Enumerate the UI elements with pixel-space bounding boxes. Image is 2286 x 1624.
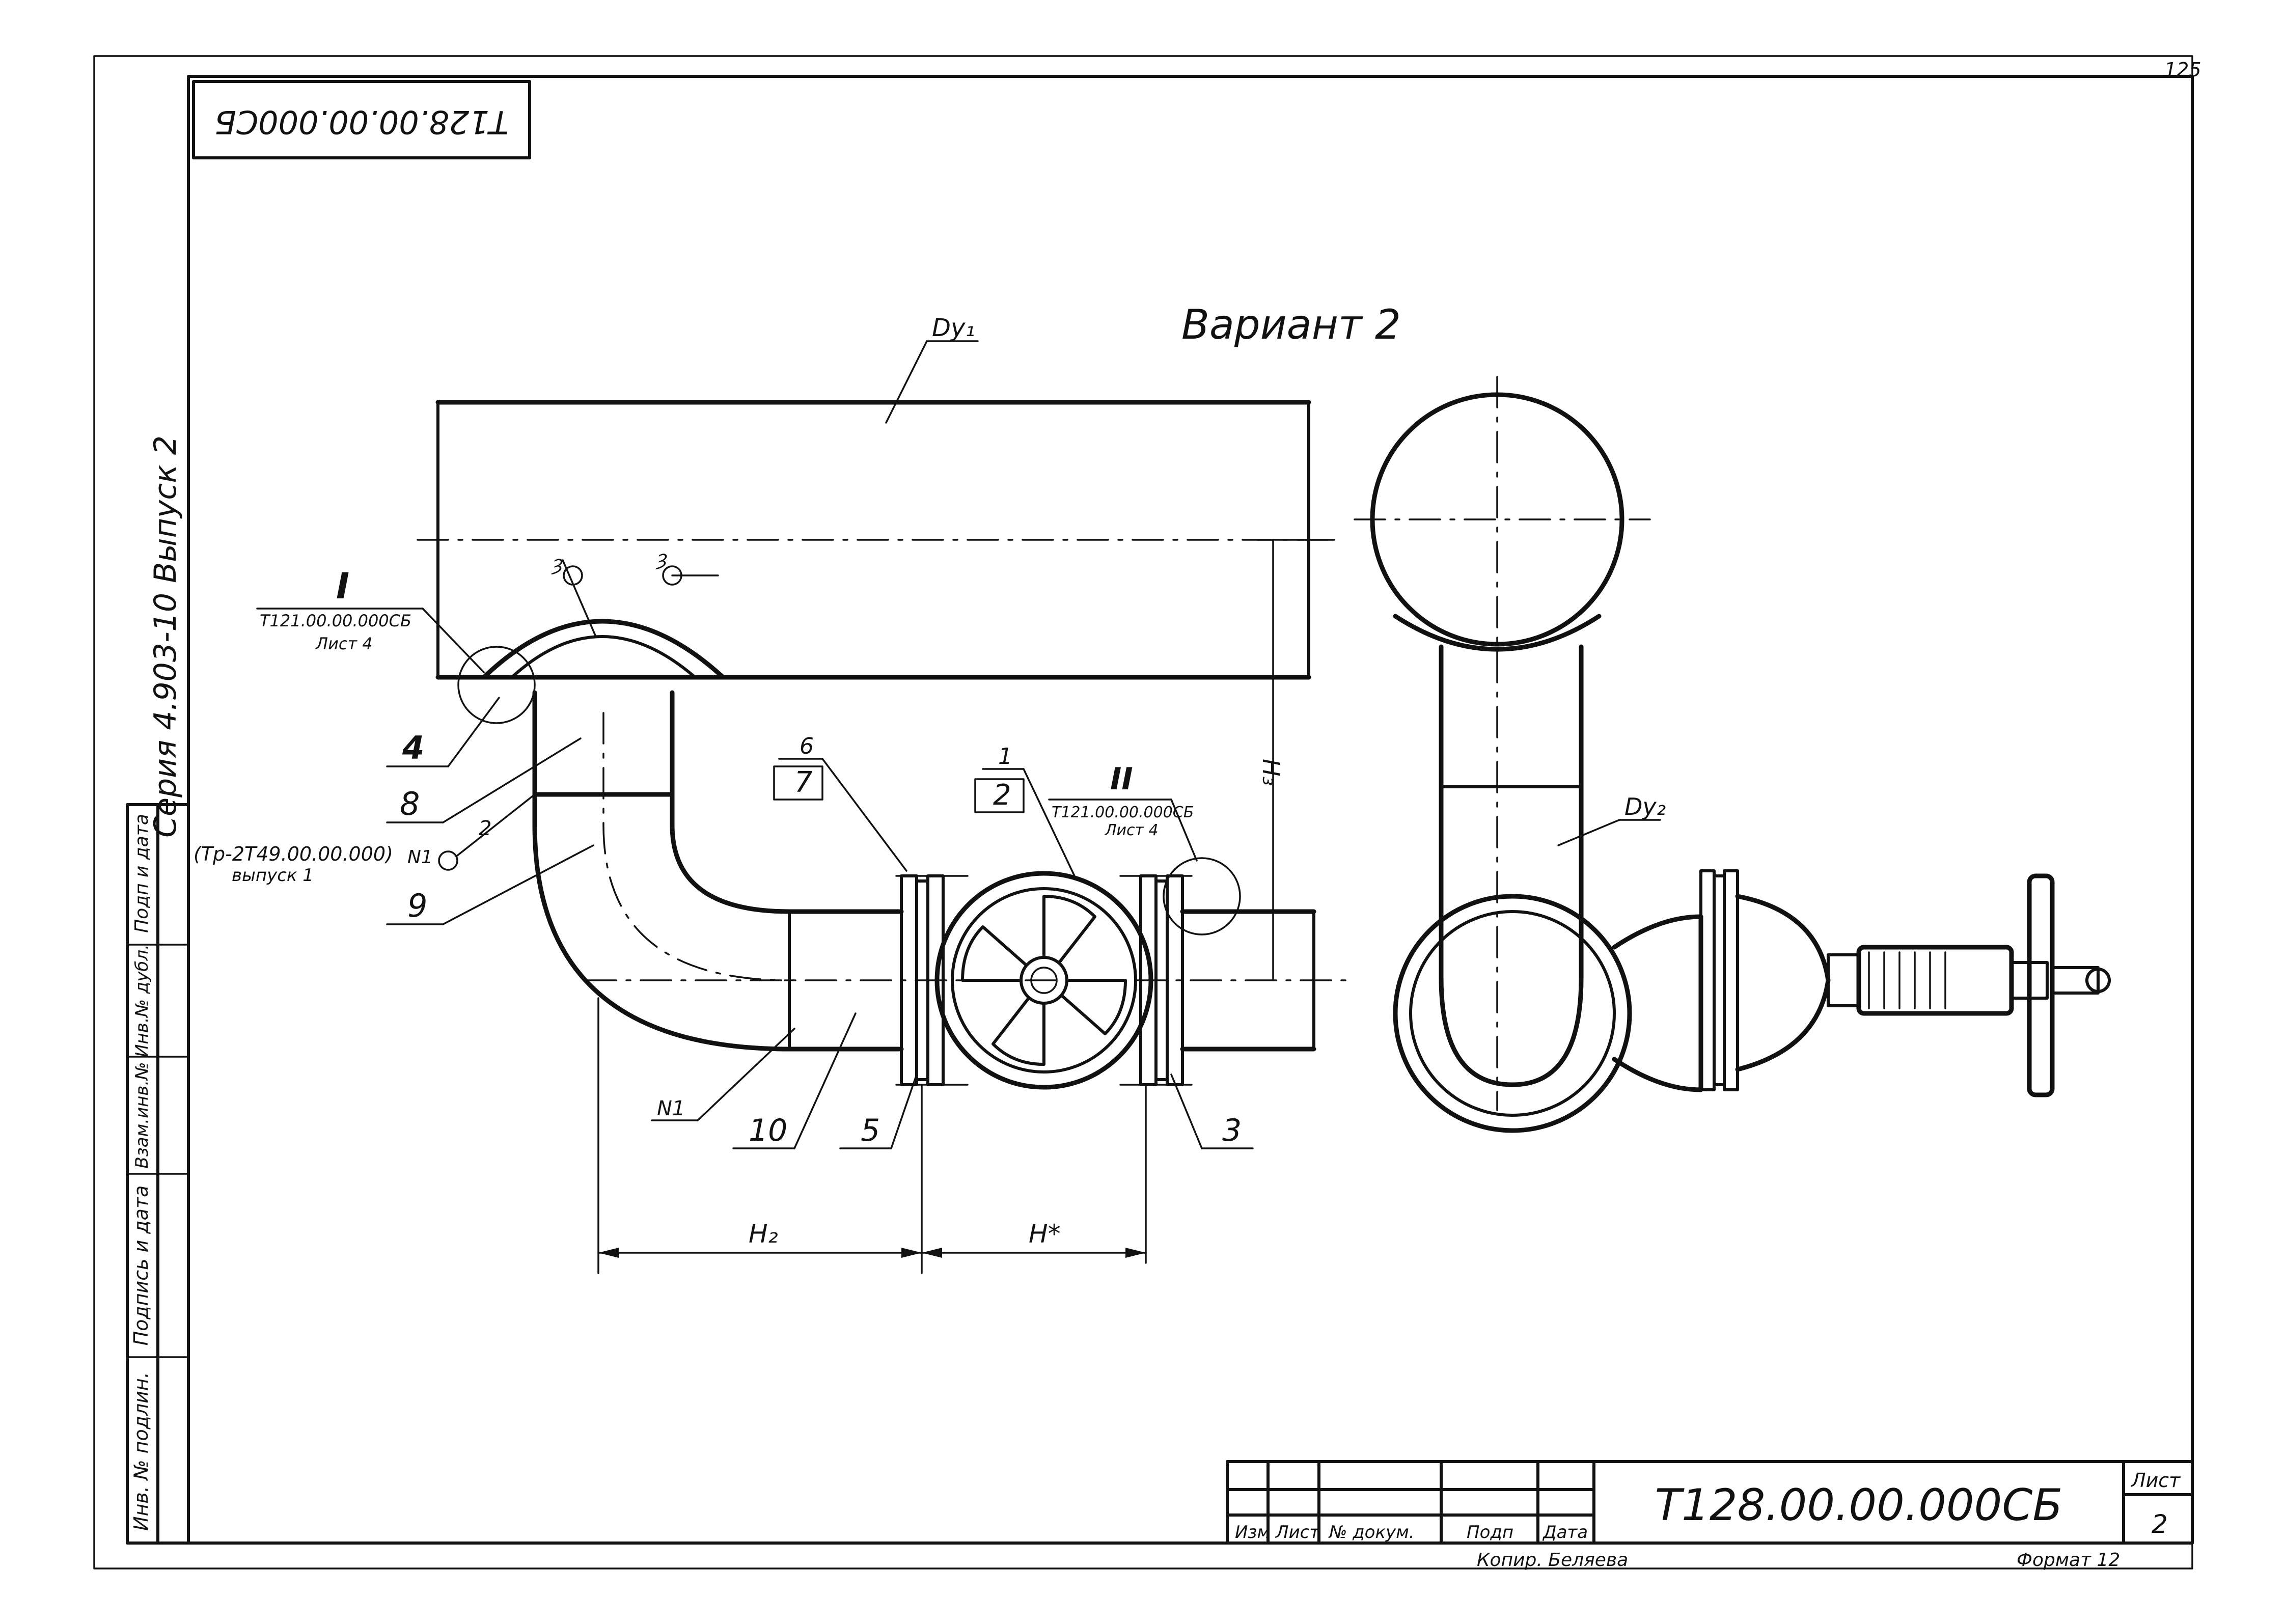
tb-header-izm: Изм	[1235, 1522, 1270, 1543]
svg-text:ȝ: ȝ	[551, 552, 563, 575]
svg-text:ȝ: ȝ	[655, 547, 668, 570]
pos-2: 2	[993, 779, 1011, 812]
side-stamp: Инв. № подлин. Подпись и дата Взам.инв.№…	[126, 803, 190, 1545]
h3-label: H₃	[1257, 759, 1285, 786]
variant-title: Вариант 2	[1181, 301, 1401, 348]
tb-copied: Копир. Беляева	[1477, 1550, 1628, 1571]
detail-II-numeral: II	[1110, 761, 1133, 797]
tb-format: Формат 12	[2017, 1550, 2120, 1571]
saddle-pad	[481, 619, 726, 680]
position-callouts: 4 8 9 10 5 3 1 2 6 7 N1 2 N1	[386, 697, 1254, 1149]
pos-n1-weld: N1	[657, 1097, 685, 1120]
top-stamp-code: Т128.00.00.000СБ	[214, 103, 508, 141]
side-stamp-4: Инв.№ дубл.	[132, 944, 152, 1057]
detail-I-sheet: Лист 4	[315, 634, 373, 653]
main-pipe-dy1	[417, 400, 1335, 680]
tb-code: Т128.00.00.000СБ	[1655, 1480, 2063, 1531]
dy1-label: Dy₁	[932, 314, 975, 342]
side-stamp-2: Подпись и дата	[130, 1186, 152, 1346]
tb-header-doc: № докум.	[1328, 1522, 1415, 1543]
pos-1: 1	[998, 744, 1012, 769]
detail-I-numeral: I	[336, 565, 349, 607]
tb-sheet-label: Лист	[2130, 1469, 2181, 1492]
pos-10: 10	[749, 1113, 787, 1148]
side-stamp-3: Взам.инв.№	[132, 1062, 152, 1168]
dy2-label: Dy₂	[1624, 793, 1666, 820]
pos-8: 8	[400, 785, 420, 822]
pos-3: 3	[1222, 1113, 1242, 1148]
pos-9: 9	[407, 887, 427, 924]
spool-pipe	[787, 909, 904, 1052]
pos-n1-small: N1	[407, 847, 433, 868]
title-block: Изм Лист № докум. Подп Дата Т128.00.00.0…	[1226, 1460, 2194, 1545]
top-stamp-box	[192, 80, 531, 159]
hstar-label: H*	[1029, 1219, 1061, 1249]
ref-issue: выпуск 1	[232, 865, 314, 886]
tb-sheet-value: 2	[2152, 1509, 2168, 1539]
tb-header-date: Дата	[1542, 1522, 1588, 1543]
tb-header-list: Лист	[1275, 1522, 1320, 1543]
detail-I-circle	[457, 646, 536, 724]
pos-4: 4	[402, 729, 424, 766]
side-view	[1354, 376, 2111, 1133]
detail-II-ref: Т121.00.00.000СБ	[1052, 804, 1194, 821]
side-stamp-5: Подп и дата	[131, 814, 152, 933]
side-stamp-1: Инв. № подлин.	[130, 1372, 152, 1531]
pos-7: 7	[794, 766, 813, 799]
detail-II-sheet: Лист 4	[1105, 821, 1159, 839]
ref-tr: (Тр-2Т49.00.00.000)	[194, 843, 393, 865]
sheet-number-top: 125	[2164, 59, 2201, 81]
detail-I-ref: Т121.00.00.000СБ	[260, 611, 411, 630]
pos-6: 6	[800, 733, 814, 759]
elbow-inner	[670, 792, 792, 914]
elbow-outer	[532, 792, 792, 1052]
h2-label: H₂	[749, 1219, 778, 1249]
tb-header-podp: Подп	[1467, 1522, 1513, 1543]
pos-5: 5	[861, 1113, 880, 1148]
series-text: Серия 4.903-10 Выпуск 2	[148, 435, 183, 838]
detail-II-circle	[1163, 857, 1241, 935]
